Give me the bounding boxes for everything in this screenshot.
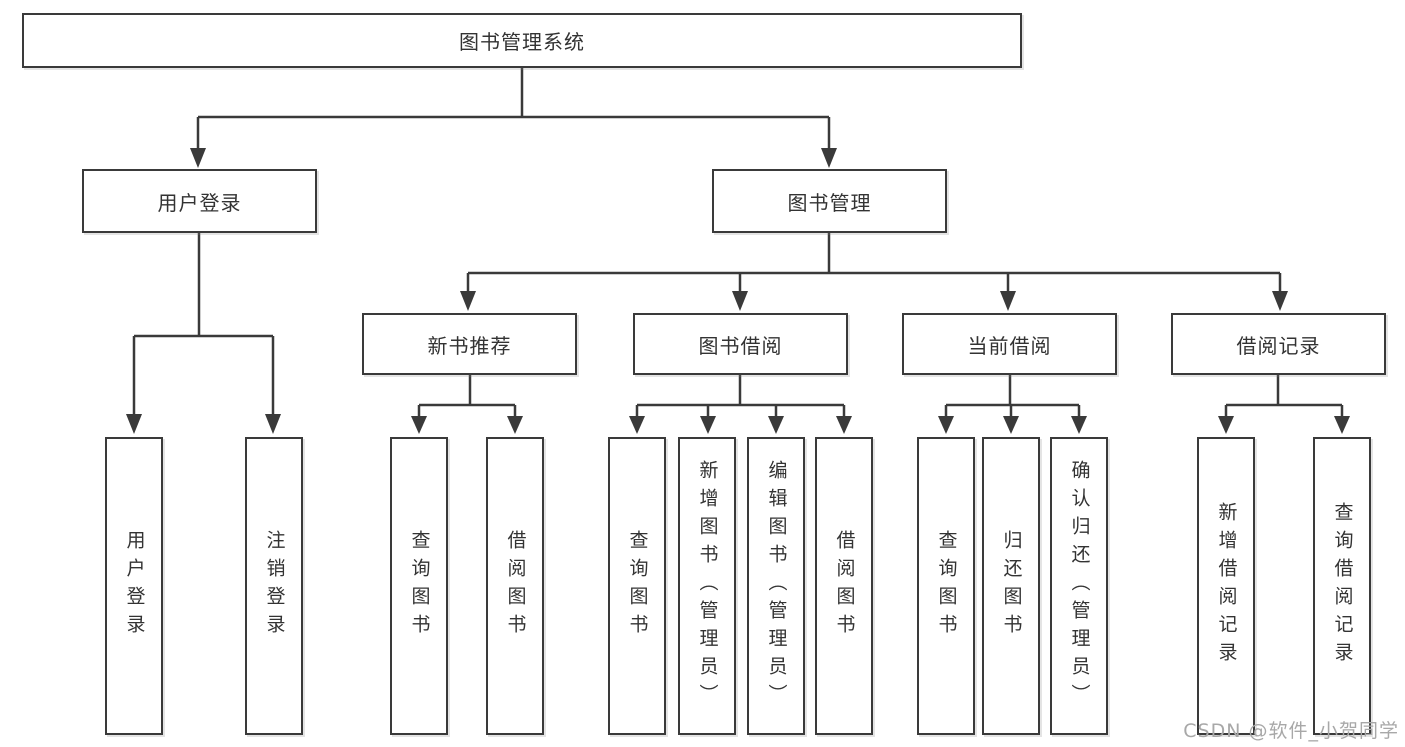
leaf-add-borrow-record-label: 新增借阅记录 xyxy=(1215,502,1238,670)
arrowhead xyxy=(411,416,427,434)
node-borrow-records: 借阅记录 xyxy=(1171,313,1386,375)
node-user-login: 用户登录 xyxy=(82,169,317,233)
leaf-add-book-admin: 新增图书（管理员） xyxy=(678,437,736,735)
node-book-borrow-label: 图书借阅 xyxy=(698,333,783,358)
arrowhead xyxy=(190,148,206,168)
leaf-query-book-borrow: 查询图书 xyxy=(608,437,666,735)
leaf-confirm-return-admin-label: 确认归还（管理员） xyxy=(1068,460,1091,712)
arrowhead xyxy=(1071,416,1087,434)
arrowhead xyxy=(460,291,476,311)
arrowhead xyxy=(507,416,523,434)
arrowhead xyxy=(938,416,954,434)
leaf-query-book-borrow-label: 查询图书 xyxy=(626,530,649,642)
arrowhead xyxy=(1003,416,1019,434)
node-borrow-records-label: 借阅记录 xyxy=(1236,333,1321,358)
node-book-management: 图书管理 xyxy=(712,169,947,233)
arrowhead xyxy=(732,291,748,311)
leaf-borrow-book: 借阅图书 xyxy=(815,437,873,735)
leaf-add-book-admin-label: 新增图书（管理员） xyxy=(696,460,719,712)
leaf-edit-book-admin: 编辑图书（管理员） xyxy=(747,437,805,735)
leaf-return-book: 归还图书 xyxy=(982,437,1040,735)
node-book-borrow: 图书借阅 xyxy=(633,313,848,375)
leaf-borrow-book-recommend: 借阅图书 xyxy=(486,437,544,735)
arrowhead xyxy=(126,414,142,434)
leaf-logout-label: 注销登录 xyxy=(263,530,286,642)
leaf-add-borrow-record: 新增借阅记录 xyxy=(1197,437,1255,735)
leaf-query-borrow-record: 查询借阅记录 xyxy=(1313,437,1371,735)
leaf-query-book-recommend: 查询图书 xyxy=(390,437,448,735)
node-root: 图书管理系统 xyxy=(22,13,1022,68)
node-user-login-label: 用户登录 xyxy=(157,190,242,215)
leaf-edit-book-admin-label: 编辑图书（管理员） xyxy=(765,460,788,712)
leaf-user-login-label: 用户登录 xyxy=(123,530,146,642)
node-book-management-label: 图书管理 xyxy=(787,190,872,215)
arrowhead xyxy=(836,416,852,434)
leaf-borrow-book-recommend-label: 借阅图书 xyxy=(504,530,527,642)
node-current-borrow: 当前借阅 xyxy=(902,313,1117,375)
node-current-borrow-label: 当前借阅 xyxy=(967,333,1052,358)
arrowhead xyxy=(1000,291,1016,311)
leaf-return-book-label: 归还图书 xyxy=(1000,530,1023,642)
leaf-query-book-current-label: 查询图书 xyxy=(935,530,958,642)
node-root-label: 图书管理系统 xyxy=(459,30,585,54)
leaf-query-book-current: 查询图书 xyxy=(917,437,975,735)
leaf-logout: 注销登录 xyxy=(245,437,303,735)
leaf-query-book-recommend-label: 查询图书 xyxy=(408,530,431,642)
node-new-book-recommend: 新书推荐 xyxy=(362,313,577,375)
node-new-book-recommend-label: 新书推荐 xyxy=(427,333,512,358)
csdn-watermark: CSDN @软件_小贺同学 xyxy=(1183,720,1399,742)
leaf-query-borrow-record-label: 查询借阅记录 xyxy=(1331,502,1354,670)
arrowhead xyxy=(821,148,837,168)
arrowhead xyxy=(700,416,716,434)
arrowhead xyxy=(1334,416,1350,434)
arrowhead xyxy=(1218,416,1234,434)
leaf-confirm-return-admin: 确认归还（管理员） xyxy=(1050,437,1108,735)
leaf-borrow-book-label: 借阅图书 xyxy=(833,530,856,642)
arrowhead xyxy=(768,416,784,434)
leaf-user-login: 用户登录 xyxy=(105,437,163,735)
arrowhead xyxy=(265,414,281,434)
arrowhead xyxy=(1272,291,1288,311)
arrowhead xyxy=(629,416,645,434)
